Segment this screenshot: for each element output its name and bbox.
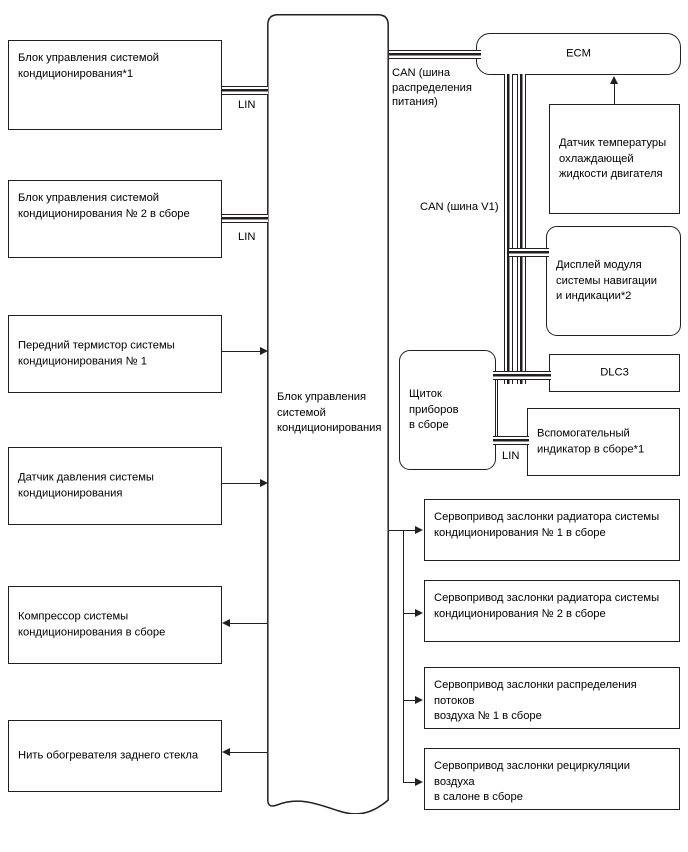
wire-pressure-sensor-to-main xyxy=(222,483,261,485)
wire-main-to-compressor xyxy=(230,623,268,625)
lin-bus-label-2: LIN xyxy=(238,231,256,243)
node-rear-window-defogger-label: Нить обогревателя заднего стекла xyxy=(18,749,199,762)
node-air-distribution-servo-1[interactable]: Сервопривод заслонки распределения поток… xyxy=(424,667,680,729)
node-ac-pressure-sensor[interactable]: Датчик давления системы кондиционировани… xyxy=(8,447,222,525)
node-ac-pressure-sensor-label: Датчик давления системы кондиционировани… xyxy=(18,471,154,500)
node-auxiliary-indicator-label: Вспомогательный индикатор в сборе*1 xyxy=(537,427,645,456)
arrow-to-air-distribution-servo-1 xyxy=(415,696,423,704)
node-navigation-display-module-label: Дисплей модуля системы навигации и индик… xyxy=(556,258,658,302)
lin-bus-connector-auxiliary xyxy=(493,436,529,445)
arrow-to-radiator-damper-servo-2 xyxy=(415,609,423,617)
node-radiator-damper-servo-2[interactable]: Сервопривод заслонки радиатора системы к… xyxy=(424,580,680,642)
node-front-thermistor-1[interactable]: Передний термистор системы кондициониров… xyxy=(8,315,222,393)
can-v1-branch-to-combination-meter xyxy=(493,371,517,380)
node-air-recirculation-servo-label: Сервопривод заслонки рециркуляции воздух… xyxy=(434,760,630,803)
node-auxiliary-indicator[interactable]: Вспомогательный индикатор в сборе*1 xyxy=(527,408,680,476)
can-v1-bus-label: CAN (шина V1) xyxy=(420,201,499,213)
node-radiator-damper-servo-1[interactable]: Сервопривод заслонки радиатора системы к… xyxy=(424,499,680,561)
node-combination-meter-label: Щиток приборов в сборе xyxy=(409,387,459,431)
main-unit-outline xyxy=(267,14,389,814)
node-engine-coolant-temp-sensor-label: Датчик температуры охлаждающей жидкости … xyxy=(559,136,667,180)
node-dlc3-label: DLC3 xyxy=(600,366,629,379)
arrow-thermistor-to-main xyxy=(260,347,268,355)
node-engine-coolant-temp-sensor[interactable]: Датчик температуры охлаждающей жидкости … xyxy=(549,104,680,214)
node-ac-control-unit-2-label: Блок управления системой кондиционирован… xyxy=(18,192,190,220)
wire-branch-to-servo-2 xyxy=(403,613,416,615)
node-front-thermistor-1-label: Передний термистор системы кондициониров… xyxy=(18,339,175,368)
lin-bus-label-auxiliary: LIN xyxy=(502,450,520,462)
arrow-main-to-defogger xyxy=(222,748,230,756)
node-combination-meter[interactable]: Щиток приборов в сборе xyxy=(399,350,496,470)
node-ac-control-unit-1-label: Блок управления системой кондиционирован… xyxy=(18,52,160,80)
main-unit-label: Блок управления системой кондиционирован… xyxy=(277,391,382,434)
arrow-coolant-sensor-to-ecm xyxy=(610,76,618,84)
node-ac-compressor[interactable]: Компрессор системы кондиционирования в с… xyxy=(8,586,222,664)
can-v1-branch-to-navigation-display xyxy=(509,248,549,257)
node-radiator-damper-servo-1-label: Сервопривод заслонки радиатора системы к… xyxy=(434,511,660,539)
node-air-recirculation-servo[interactable]: Сервопривод заслонки рециркуляции воздух… xyxy=(424,748,680,810)
wire-main-to-servo-trunk xyxy=(389,530,404,532)
wire-coolant-sensor-to-ecm xyxy=(614,83,616,105)
node-ac-control-unit-2[interactable]: Блок управления системой кондиционирован… xyxy=(8,180,222,258)
servo-trunk-vertical xyxy=(403,530,405,783)
wire-combination-meter-to-lin xyxy=(497,380,499,440)
wire-thermistor-to-main xyxy=(222,351,261,353)
wire-branch-to-servo-4 xyxy=(403,782,416,784)
arrow-to-air-recirculation-servo xyxy=(415,778,423,786)
can-v1-bus-trunk-left xyxy=(504,74,513,384)
lin-bus-connector-2 xyxy=(222,214,268,223)
node-ecm-label: ECM xyxy=(566,47,591,60)
node-ecm[interactable]: ECM xyxy=(476,33,681,75)
node-navigation-display-module[interactable]: Дисплей модуля системы навигации и индик… xyxy=(546,226,681,336)
arrow-to-radiator-damper-servo-1 xyxy=(415,526,423,534)
wire-branch-to-servo-1 xyxy=(403,530,416,532)
arrow-pressure-sensor-to-main xyxy=(260,479,268,487)
arrow-main-to-compressor xyxy=(222,619,230,627)
can-power-bus-label: CAN (шина распределения питания) xyxy=(392,67,472,108)
wire-branch-to-servo-3 xyxy=(403,700,416,702)
lin-bus-connector-1 xyxy=(222,86,268,95)
node-ac-control-unit-1[interactable]: Блок управления системой кондиционирован… xyxy=(8,40,222,130)
wire-main-to-defogger xyxy=(230,752,268,754)
main-ac-control-unit-node: Блок управления системой кондиционирован… xyxy=(267,14,389,814)
can-v1-bus-trunk-right xyxy=(517,74,526,384)
can-v1-branch-to-dlc3 xyxy=(509,371,551,380)
node-radiator-damper-servo-2-label: Сервопривод заслонки радиатора системы к… xyxy=(434,592,660,620)
node-dlc3[interactable]: DLC3 xyxy=(549,354,680,392)
node-ac-compressor-label: Компрессор системы кондиционирования в с… xyxy=(18,610,166,639)
lin-bus-label-1: LIN xyxy=(238,99,256,111)
can-power-bus-to-ecm xyxy=(389,50,481,59)
node-rear-window-defogger[interactable]: Нить обогревателя заднего стекла xyxy=(8,720,222,792)
node-air-distribution-servo-1-label: Сервопривод заслонки распределения поток… xyxy=(434,679,637,722)
